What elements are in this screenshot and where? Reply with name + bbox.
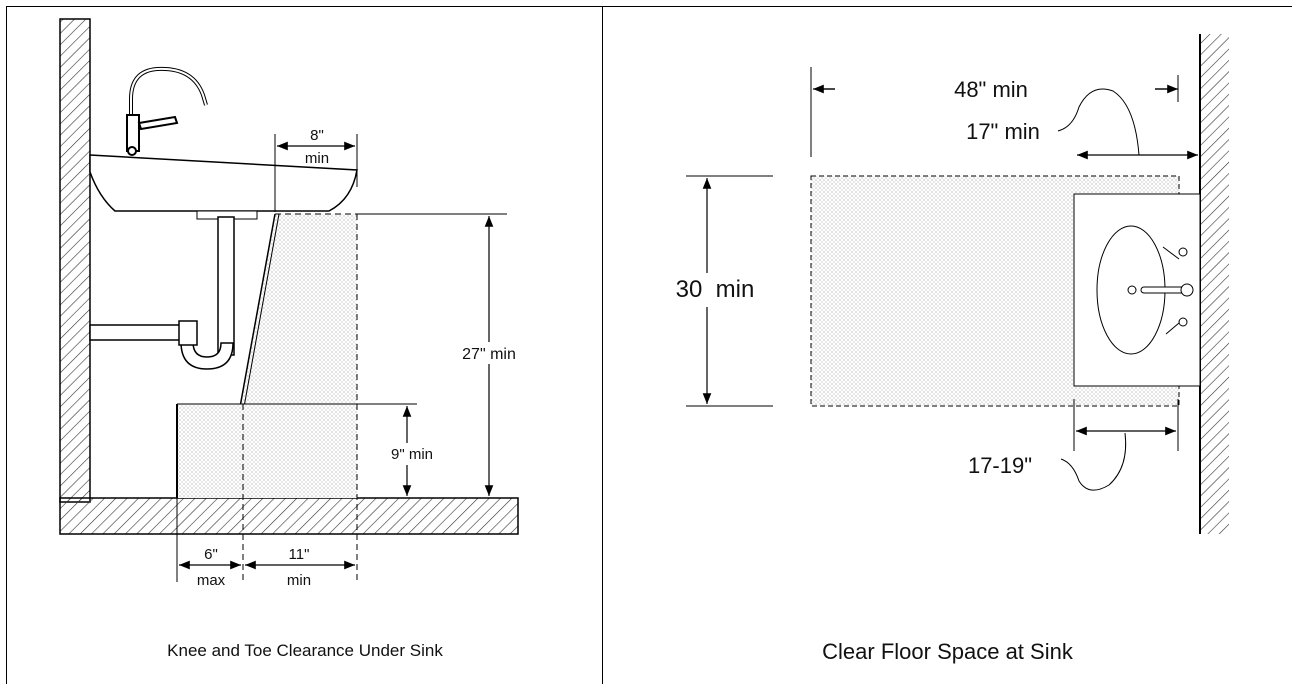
wall [59, 18, 91, 503]
knee-toe-clearance-diagram: 8" min 27" min 9" min 6" max 11" min [59, 18, 531, 589]
toe-height-label: 9" min [391, 446, 433, 463]
right-caption: Clear Floor Space at Sink [822, 639, 1073, 664]
depth-label: 30 min [676, 276, 755, 303]
wall [1200, 34, 1229, 534]
counter-edge-leader [1057, 88, 1140, 156]
toe-max-value-label: 6" [204, 546, 218, 563]
counter-edge-label: 17" min [966, 119, 1040, 144]
clear-floor-space-panel: 48" min 17" min 30 min 17-19" Clear Floo… [602, 6, 1292, 684]
knee-height-label: 27" min [462, 346, 516, 363]
sink-depth-label: 17-19" [968, 453, 1032, 478]
left-caption: Knee and Toe Clearance Under Sink [167, 641, 443, 660]
knee-min-value-label: 11" [289, 546, 310, 563]
toe-clearance-area [177, 404, 357, 498]
floor [59, 497, 519, 535]
toe-max-unit-label: max [197, 572, 226, 589]
knee-toe-clearance-panel: 8" min 27" min 9" min 6" max 11" min Kne… [6, 6, 603, 684]
width-label: 48" min [954, 77, 1028, 102]
faucet-icon [1127, 246, 1194, 335]
knee-clearance-area [240, 214, 357, 404]
sink-depth-leader [1060, 432, 1127, 491]
clear-floor-space-diagram: 48" min 17" min 30 min 17-19" [663, 34, 1229, 534]
toe-depth-value-label: 8" [310, 127, 324, 144]
knee-min-unit-label: min [287, 572, 311, 589]
faucet-icon [126, 66, 208, 156]
drain-pipe [89, 216, 235, 370]
toe-depth-unit-label: min [305, 150, 329, 167]
